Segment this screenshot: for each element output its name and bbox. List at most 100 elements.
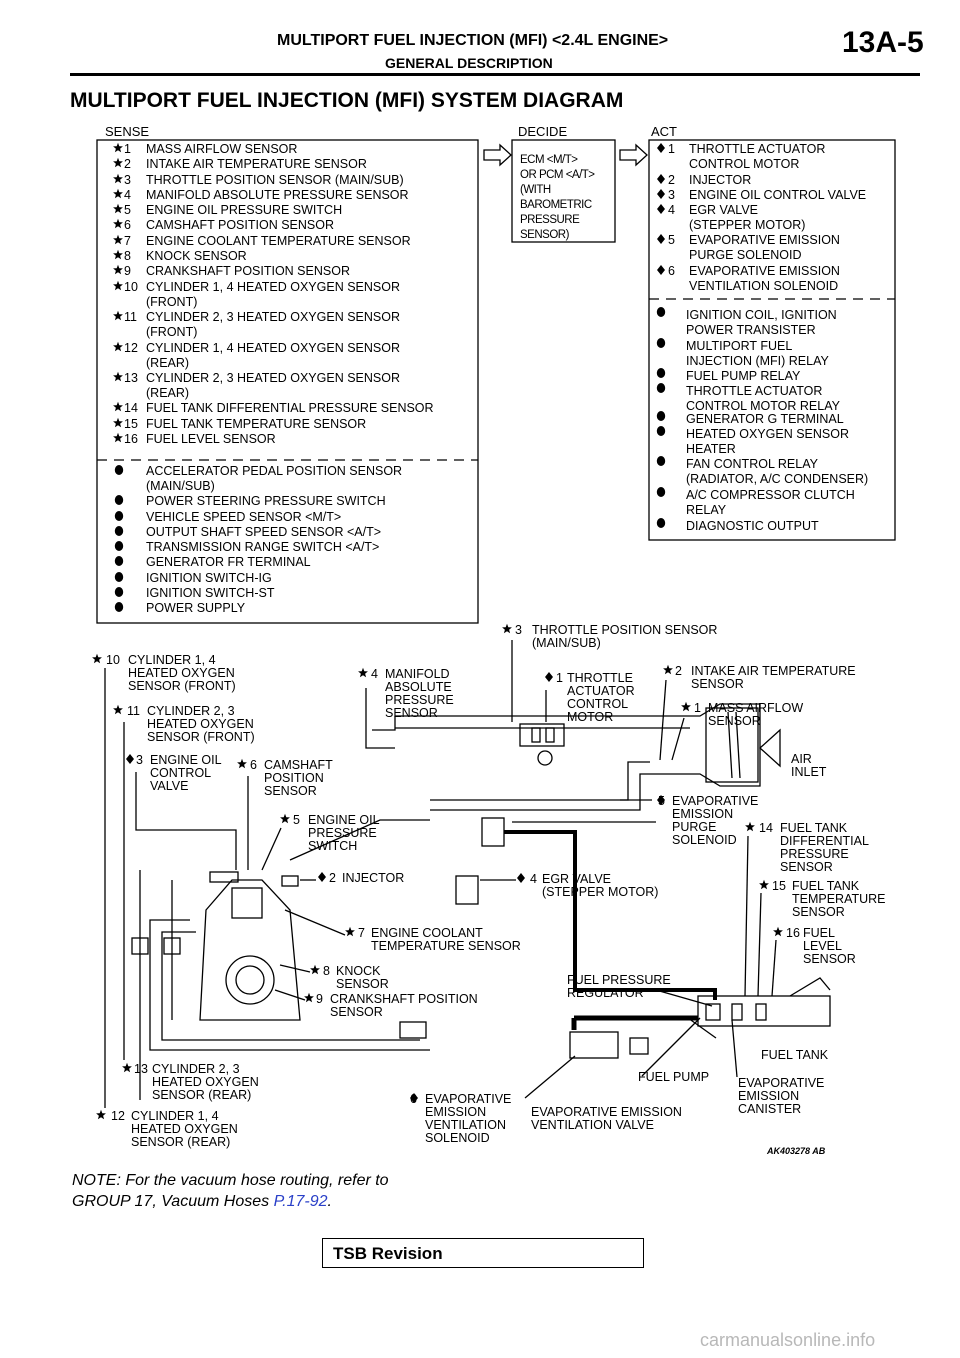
l14-text: SENSOR <box>780 860 833 874</box>
fuel-tank-label: FUEL TANK <box>761 1048 829 1062</box>
l7-text: TEMPERATURE SENSOR <box>371 939 521 953</box>
sense-item-number: 4 <box>124 188 131 202</box>
diamond-icon <box>657 174 665 184</box>
sense-item-label: CRANKSHAFT POSITION SENSOR <box>146 264 350 278</box>
l12-text: HEATED OXYGEN <box>131 1122 238 1136</box>
sense-item-number: 5 <box>124 203 131 217</box>
act-item-label: ENGINE OIL CONTROL VALVE <box>689 188 866 202</box>
star-icon <box>113 173 123 184</box>
star-icon <box>113 249 123 260</box>
sense-item-label: FUEL TANK DIFFERENTIAL PRESSURE SENSOR <box>146 401 434 415</box>
sense-item-label-cont: (FRONT) <box>146 295 197 309</box>
bullet-icon <box>656 383 666 393</box>
canister-label: EMISSION <box>738 1089 799 1103</box>
star-icon <box>113 218 123 229</box>
ventilation-valve-label: EVAPORATIVE EMISSION <box>531 1105 682 1119</box>
diamond-icon <box>657 143 665 153</box>
sense-item-number: 7 <box>124 234 131 248</box>
act-item-number: 4 <box>668 203 675 217</box>
star-icon <box>681 701 691 712</box>
l6d-text: SOLENOID <box>425 1131 490 1145</box>
arrow-sense-to-decide <box>483 143 512 167</box>
fuel-pressure-regulator-label: REGULATOR <box>567 986 644 1000</box>
canister-label: EVAPORATIVE <box>738 1076 824 1090</box>
act-item-label: EGR VALVE <box>689 203 758 217</box>
l15-text: TEMPERATURE <box>792 892 886 906</box>
l3d-text: CONTROL <box>150 766 211 780</box>
fuel-tank <box>697 977 831 1027</box>
l5-text: ENGINE OIL <box>308 813 380 827</box>
act-label: ACT <box>651 124 677 139</box>
ventilation-valve-label: VENTILATION VALVE <box>531 1118 654 1132</box>
l4d-text: (STEPPER MOTOR) <box>542 885 658 899</box>
l8-number: 8 <box>323 964 330 978</box>
diamond-icon <box>657 189 665 199</box>
act-item-label: EVAPORATIVE EMISSION <box>689 264 840 278</box>
l11-text: SENSOR (FRONT) <box>147 730 255 744</box>
l3-text: THROTTLE POSITION SENSOR <box>532 623 717 637</box>
l6d-text: EVAPORATIVE <box>425 1092 511 1106</box>
star-icon <box>113 203 123 214</box>
l12-text: SENSOR (REAR) <box>131 1135 230 1149</box>
bullet-icon <box>114 465 124 475</box>
sense-item-label: THROTTLE POSITION SENSOR (MAIN/SUB) <box>146 173 404 187</box>
vacuum-hoses-link[interactable]: P.17-92 <box>273 1193 328 1210</box>
act-output-label: FUEL PUMP RELAY <box>686 369 801 383</box>
sense-input-label: IGNITION SWITCH-ST <box>146 586 275 600</box>
bullet-icon <box>114 526 124 536</box>
l14-text: FUEL TANK <box>780 821 848 835</box>
sense-item-label: KNOCK SENSOR <box>146 249 247 263</box>
l14-number: 14 <box>759 821 773 835</box>
sense-item-number: 9 <box>124 264 131 278</box>
sense-item-label: FUEL TANK TEMPERATURE SENSOR <box>146 417 366 431</box>
act-output-label-cont: RELAY <box>686 503 727 517</box>
l3d-text: ENGINE OIL <box>150 753 222 767</box>
star-icon <box>113 188 123 199</box>
sense-item-number: 12 <box>124 341 138 355</box>
act-item-number: 6 <box>668 264 675 278</box>
l1d-text: MOTOR <box>567 710 613 724</box>
l6-text: SENSOR <box>264 784 317 798</box>
bullet-icon <box>656 456 666 466</box>
l4d-text: EGR VALVE <box>542 872 611 886</box>
star-icon <box>304 992 314 1003</box>
sense-item-number: 16 <box>124 432 138 446</box>
leader-line <box>731 1019 738 1078</box>
l9-number: 9 <box>316 992 323 1006</box>
l6d-text: VENTILATION <box>425 1118 506 1132</box>
act-item-label-cont: CONTROL MOTOR <box>689 157 799 171</box>
act-item-label: EVAPORATIVE EMISSION <box>689 233 840 247</box>
oil-control-valve <box>209 871 239 883</box>
leader-line <box>524 1055 576 1099</box>
leader-line <box>365 688 395 749</box>
sense-input-label: POWER SUPPLY <box>146 601 246 615</box>
diamond-icon <box>410 1093 418 1103</box>
l1d-text: ACTUATOR <box>567 684 635 698</box>
egr-valve <box>455 875 479 905</box>
note-end: . <box>327 1193 332 1210</box>
act-output-label: FAN CONTROL RELAY <box>686 457 819 471</box>
l6d-text: EMISSION <box>425 1105 486 1119</box>
header-title: MULTIPORT FUEL INJECTION (MFI) <2.4L ENG… <box>277 32 669 49</box>
act-output-label-cont: POWER TRANSISTER <box>686 323 816 337</box>
leader-line <box>279 964 311 973</box>
ecm-line: BAROMETRIC <box>520 199 592 211</box>
sense-item-number: 14 <box>124 401 138 415</box>
diamond-icon <box>545 672 553 682</box>
note-line-1: NOTE: For the vacuum hose routing, refer… <box>72 1172 389 1189</box>
l3-number: 3 <box>515 623 522 637</box>
ecm-box <box>511 139 616 243</box>
sense-item-number: 2 <box>124 157 131 171</box>
figure-code: AK403278 AB <box>766 1146 826 1156</box>
act-output-label-cont: (RADIATOR, A/C CONDENSER) <box>686 472 868 486</box>
sense-item-label: CYLINDER 1, 4 HEATED OXYGEN SENSOR <box>146 341 400 355</box>
act-item-number: 3 <box>668 188 675 202</box>
sense-item-label: ENGINE OIL PRESSURE SWITCH <box>146 203 342 217</box>
l4d-number: 4 <box>530 872 537 886</box>
ecm-line: OR PCM <A/T> <box>520 169 595 181</box>
star-icon <box>122 1062 132 1073</box>
star-icon <box>113 432 123 443</box>
l2-number: 2 <box>675 664 682 678</box>
star-icon <box>759 879 769 890</box>
l13-number: 13 <box>134 1062 148 1076</box>
